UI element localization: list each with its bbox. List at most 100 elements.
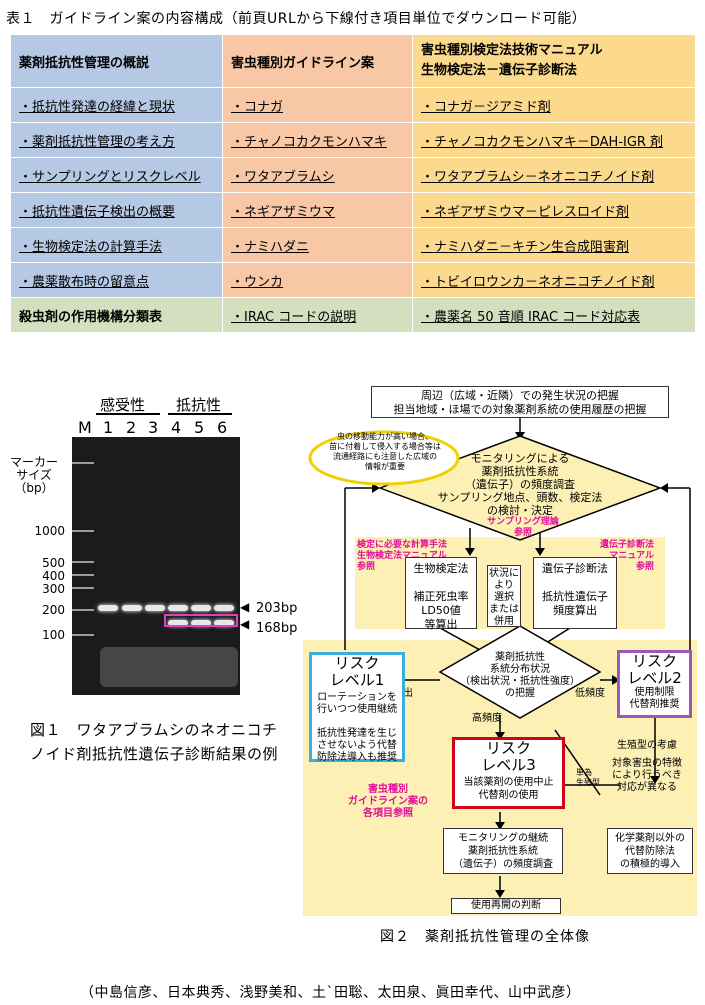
authors: （中島信彦、日本典秀、浅野美和、土`田聡、太田泉、眞田幸代、山中武彦） xyxy=(80,985,581,1001)
link-overview[interactable]: ・薬剤抵抗性管理の考え方 xyxy=(19,134,176,150)
label-203bp: 203bp xyxy=(256,601,298,616)
size-300: 300 xyxy=(42,582,65,596)
link-manual[interactable]: ・ナミハダニ－キチン生合成阻害剤 xyxy=(421,239,630,255)
risk-level-3: リスク レベル3 当該薬剤の使用中止 代替剤の使用 xyxy=(452,737,565,809)
link-guideline[interactable]: ・ワタアブラムシ xyxy=(231,169,335,185)
table-row: ・抵抗性遺伝子検出の概要 ・ネギアザミウマ ・ネギアザミウマ－ピレスロイド剤 xyxy=(10,192,696,228)
arrow-168-icon: ◀ xyxy=(240,617,250,631)
risk-level-2: リスク レベル2 使用制限 代替剤推奨 xyxy=(617,650,692,718)
link-overview[interactable]: ・抵抗性遺伝子検出の概要 xyxy=(19,204,176,220)
box-continued-monitoring: モニタリングの継続 薬剤抵抗性系統 （遺伝子）の頻度調査 xyxy=(443,828,563,874)
risk1-title: リスク レベル1 xyxy=(329,654,385,689)
link-guideline[interactable]: ・ナミハダニ xyxy=(231,239,310,255)
figure1-caption: 図１ ワタアブラムシのネオニコチノイド剤抵抗性遺伝子診断結果の例 xyxy=(30,721,279,763)
box-choice: 状況に より 選択 または 併用 xyxy=(487,565,521,627)
flow-connectors xyxy=(308,418,691,898)
marker-size-label: マーカー サイズ （bp） xyxy=(10,455,59,495)
box-resume-decision: 使用再開の判断 xyxy=(451,898,561,914)
size-1000: 1000 xyxy=(34,524,65,538)
group-resistant-label: 抵抗性 xyxy=(176,396,222,414)
table-header-row: 薬剤抵抗性管理の概説 害虫種別ガイドライン案 害虫種別検定法技術マニュアル 生物… xyxy=(10,34,696,88)
label-pest-traits: 対象害虫の特徴 により行うべき 対応が異なる xyxy=(612,758,682,793)
header-guideline: 害虫種別ガイドライン案 xyxy=(222,34,413,88)
lane-label: 2 xyxy=(126,418,137,437)
ladder-band xyxy=(72,574,94,576)
link-irac-code[interactable]: ・IRAC コードの説明 xyxy=(231,309,357,325)
group-susceptible-label: 感受性 xyxy=(100,396,146,414)
ref-pest-guideline: 害虫種別 ガイドライン案の 各項目参照 xyxy=(348,784,428,819)
link-guideline[interactable]: ・ネギアザミウマ xyxy=(231,204,336,220)
label-life-history: 生殖型の考慮 xyxy=(617,740,677,751)
table-row: ・サンプリングとリスクレベル ・ワタアブラムシ ・ワタアブラムシ－ネオニコチノイ… xyxy=(10,157,696,193)
table-row: ・抵抗性発達の経緯と現状 ・コナガ ・コナガ－ジアミド剤 xyxy=(10,87,696,123)
diamond-distribution: 薬剤抵抗性 系統分布状況 （検出状況・抵抗性強度） の把握 xyxy=(460,652,580,699)
band-168 xyxy=(191,620,211,626)
size-200: 200 xyxy=(42,603,65,617)
lane-label: 5 xyxy=(194,418,205,437)
table-row: ・生物検定法の計算手法 ・ナミハダニ ・ナミハダニ－キチン生合成阻害剤 xyxy=(10,227,696,263)
size-500: 500 xyxy=(42,556,65,570)
header-manual-line2: 生物検定法－遺伝子診断法 xyxy=(421,63,578,78)
ladder-band xyxy=(72,530,94,532)
lane-label: 6 xyxy=(217,418,228,437)
gel-image xyxy=(72,437,240,695)
box-alt-control: 化学薬剤以外の 代替防除法 の積極的導入 xyxy=(607,828,693,874)
content-table: 薬剤抵抗性管理の概説 害虫種別ガイドライン案 害虫種別検定法技術マニュアル 生物… xyxy=(10,34,696,333)
size-100: 100 xyxy=(42,628,65,642)
band-168 xyxy=(214,620,234,626)
risk3-body: 当該薬剤の使用中止 代替剤の使用 xyxy=(463,777,554,801)
band-203 xyxy=(214,605,234,611)
link-manual[interactable]: ・チャノコカクモンハマキ－DAH-IGR 剤 xyxy=(421,134,664,150)
link-manual[interactable]: ・ネギアザミウマ－ピレスロイド剤 xyxy=(421,204,630,220)
table-row: ・農薬散布時の留意点 ・ウンカ ・トビイロウンカ－ネオニコチノイド剤 xyxy=(10,262,696,298)
header-overview: 薬剤抵抗性管理の概説 xyxy=(10,34,223,88)
risk2-title: リスク レベル2 xyxy=(627,652,682,687)
link-manual[interactable]: ・コナガ－ジアミド剤 xyxy=(421,99,551,115)
resistant-bracket xyxy=(168,413,232,415)
ladder-band xyxy=(72,561,94,563)
risk2-body: 使用制限 代替剤推奨 xyxy=(629,687,680,710)
band-168 xyxy=(168,620,188,626)
link-guideline[interactable]: ・ウンカ xyxy=(231,274,284,290)
label-168bp: 168bp xyxy=(256,621,298,636)
header-manual: 害虫種別検定法技術マニュアル 生物検定法－遺伝子診断法 xyxy=(412,34,696,88)
link-irac-table[interactable]: ・農薬名 50 音順 IRAC コード対応表 xyxy=(421,309,641,325)
ladder-band xyxy=(72,609,94,611)
band-203 xyxy=(98,605,118,611)
box-gene-diagnosis: 遺伝子診断法 抵抗性遺伝子 頻度算出 xyxy=(533,557,617,629)
link-guideline[interactable]: ・チャノコカクモンハマキ xyxy=(231,134,387,150)
box-bioassay: 生物検定法 補正死虫率 LD50値 等算出 xyxy=(405,557,477,631)
lane-label: M xyxy=(78,418,92,437)
risk-level-1: リスク レベル1 ローテーションを 行いつつ使用継続 抵抗性発達を生じ させない… xyxy=(309,652,405,763)
primer-smear xyxy=(100,647,238,687)
diamond-monitoring: モニタリングによる 薬剤抵抗性系統 （遺伝子）の頻度調査 サンプリング地点、頭数… xyxy=(437,452,603,517)
lane-label: 3 xyxy=(148,418,159,437)
link-manual[interactable]: ・トビイロウンカ－ネオニコチノイド剤 xyxy=(421,274,655,290)
table-row-irac: 殺虫剤の作用機構分類表 ・IRAC コードの説明 ・農薬名 50 音順 IRAC… xyxy=(10,297,696,333)
label-parthenogenesis: 単為 生殖型 xyxy=(576,768,600,787)
lane-label: 4 xyxy=(171,418,182,437)
note-migration: 虫の移動能力が高い場合、 苗に付着して侵入する場合等は 流通経路にも注意した広域… xyxy=(329,432,441,471)
link-overview[interactable]: ・サンプリングとリスクレベル xyxy=(19,169,201,185)
ref-sampling-theory: サンプリング理論 参照 xyxy=(487,517,559,538)
link-manual[interactable]: ・ワタアブラムシ－ネオニコチノイド剤 xyxy=(421,169,655,185)
figure2-caption: 図２ 薬剤抵抗性管理の全体像 xyxy=(380,929,590,945)
table-row: ・薬剤抵抗性管理の考え方 ・チャノコカクモンハマキ ・チャノコカクモンハマキ－D… xyxy=(10,122,696,158)
ref-gene-manual: 遺伝子診断法 マニュアル 参照 xyxy=(600,540,655,572)
lane-label: 1 xyxy=(103,418,114,437)
box-situation: 周辺（広域・近隣）での発生状況の把握 担当地域・ほ場での対象薬剤系統の使用履歴の… xyxy=(371,386,669,418)
band-203 xyxy=(191,605,211,611)
highlight-box xyxy=(164,614,238,627)
band-203 xyxy=(122,605,142,611)
link-guideline[interactable]: ・コナガ xyxy=(231,99,284,115)
link-overview[interactable]: ・抵抗性発達の経緯と現状 xyxy=(19,99,176,115)
table-title: 表１ ガイドライン案の内容構成（前頁URLから下線付き項目単位でダウンロード可能… xyxy=(6,11,587,27)
header-manual-line1: 害虫種別検定法技術マニュアル xyxy=(421,43,603,58)
ladder-band xyxy=(72,634,94,636)
link-overview[interactable]: ・生物検定法の計算手法 xyxy=(19,239,163,255)
link-overview[interactable]: ・農薬散布時の留意点 xyxy=(19,274,150,290)
ladder-band xyxy=(72,462,94,464)
risk3-title: リスク レベル3 xyxy=(481,739,536,774)
band-203 xyxy=(145,605,165,611)
band-203 xyxy=(168,605,188,611)
